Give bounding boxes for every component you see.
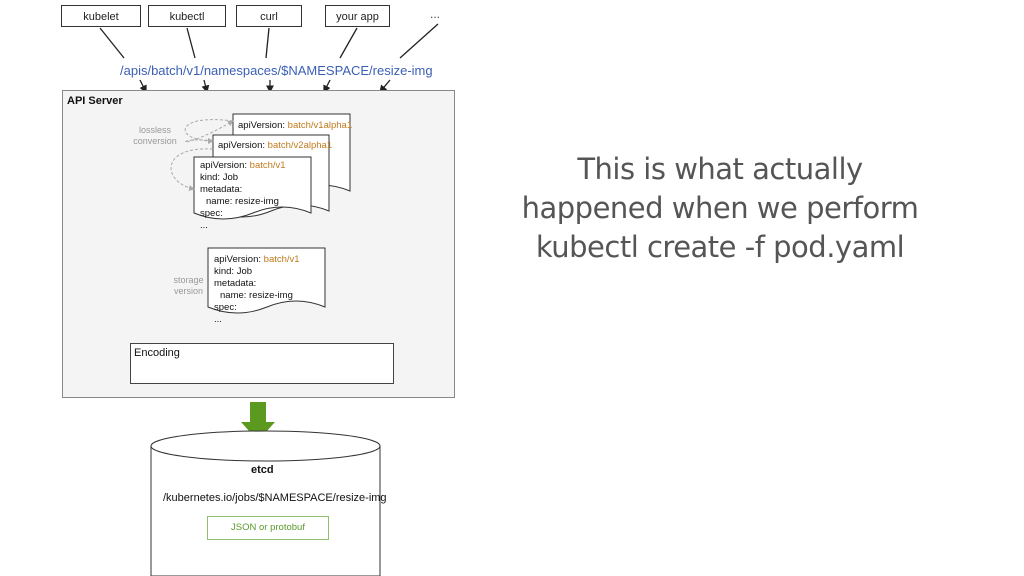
client-connectors bbox=[99, 23, 439, 94]
headline-line-3: kubectl create -f pod.yaml bbox=[535, 230, 905, 264]
doc-v2alpha1: apiVersion: batch/v2alpha1 bbox=[218, 140, 333, 151]
api-server-box: API Server lossless conversion apiVersio… bbox=[62, 90, 455, 398]
connector-more bbox=[399, 23, 439, 59]
api-url: /apis/batch/v1/namespaces/$NAMESPACE/res… bbox=[120, 63, 433, 78]
lossless-conversion-label: lossless conversion bbox=[133, 125, 177, 146]
connector-kubectl bbox=[186, 27, 196, 59]
etcd-cylinder bbox=[150, 430, 381, 576]
doc-storage: apiVersion: batch/v1 kind: Job metadata:… bbox=[214, 254, 300, 325]
document-shapes bbox=[170, 113, 351, 314]
connector-your-app bbox=[339, 27, 358, 59]
headline-line-2: happened when we perform bbox=[521, 191, 919, 225]
storage-version-label: storage version bbox=[173, 275, 204, 296]
doc-v1: apiVersion: batch/v1 kind: Job metadata:… bbox=[200, 160, 286, 231]
doc-shape-storage bbox=[207, 247, 326, 314]
clients-more: ... bbox=[430, 7, 441, 21]
encoding-label: Encoding bbox=[134, 347, 180, 359]
headline: This is what actually happened when we p… bbox=[500, 150, 940, 267]
json-or-protobuf-box: JSON or protobuf bbox=[207, 516, 329, 540]
conversion-arrow-2 bbox=[184, 120, 234, 143]
doc-v1alpha1: apiVersion: batch/v1alpha1 bbox=[238, 120, 353, 131]
api-server-title: API Server bbox=[67, 95, 123, 107]
client-kubectl: kubectl bbox=[148, 5, 226, 27]
conversion-arrow-3 bbox=[170, 148, 214, 191]
connector-curl bbox=[265, 27, 270, 59]
client-kubelet: kubelet bbox=[61, 5, 141, 27]
client-your-app: your app bbox=[325, 5, 390, 27]
doc-shape-v1 bbox=[193, 156, 312, 220]
connector-kubelet bbox=[99, 27, 125, 59]
client-curl: curl bbox=[236, 5, 302, 27]
headline-line-1: This is what actually bbox=[577, 152, 863, 186]
encoding-box: Encoding bbox=[130, 343, 394, 384]
etcd-title: etcd bbox=[251, 464, 274, 476]
etcd-path: /kubernetes.io/jobs/$NAMESPACE/resize-im… bbox=[163, 492, 387, 504]
